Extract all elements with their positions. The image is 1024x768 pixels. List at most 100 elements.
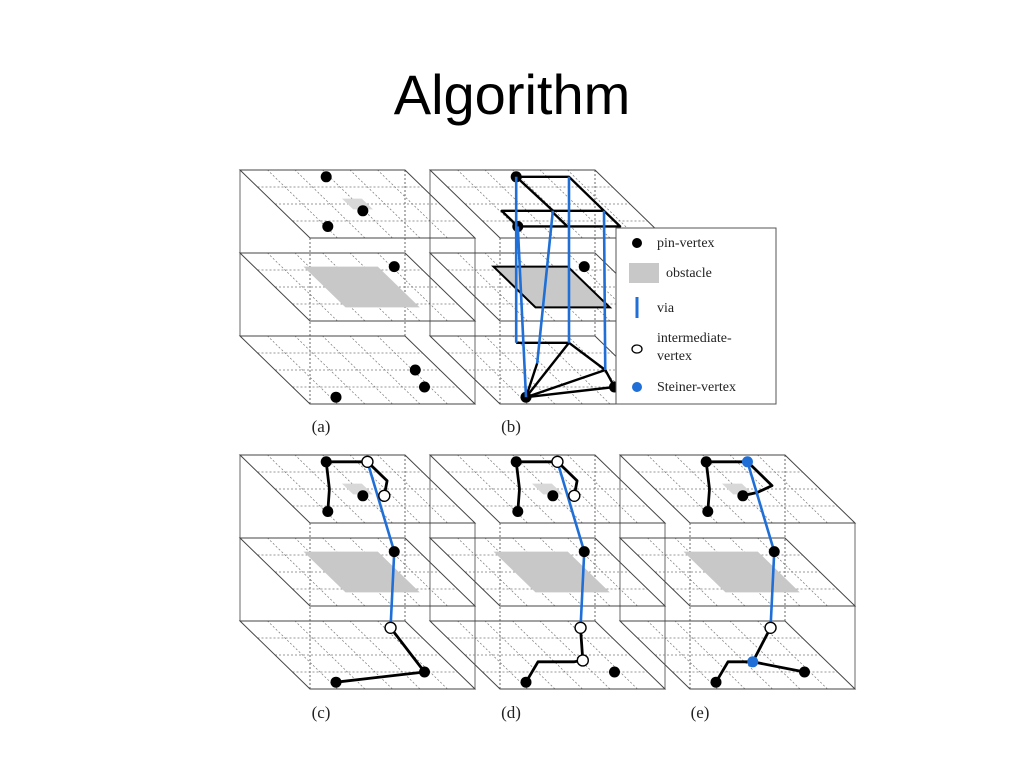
pin-vertex (510, 456, 522, 468)
grid-line (647, 620, 718, 690)
pin-vertex (320, 171, 332, 183)
route-wire (515, 175, 622, 228)
legend-label-via: via (657, 301, 675, 316)
obstacle-region (303, 551, 420, 593)
panel-b (428, 169, 667, 405)
grid-line (484, 620, 556, 690)
layer-outline (238, 335, 477, 405)
panel-d (428, 454, 667, 690)
pin-vertex (330, 676, 342, 688)
pin-vertex (799, 666, 810, 678)
grid-line (267, 537, 338, 607)
pin-vertex (357, 490, 369, 502)
layer-outline (428, 454, 667, 524)
via-segment (579, 551, 586, 628)
layer-outline (618, 537, 857, 607)
via-segment (516, 226, 528, 398)
grid-line (484, 335, 556, 405)
pin-vertex (520, 676, 532, 688)
route-wire (514, 460, 558, 512)
pin-vertex (322, 220, 334, 232)
grid-line (647, 537, 718, 607)
pin-vertex (388, 546, 400, 558)
pin-vertex (419, 666, 430, 678)
legend-label-pin-vertex: pin-vertex (657, 236, 715, 251)
layer-outline (238, 537, 477, 607)
pin-vertex (609, 666, 620, 678)
pin-vertex (547, 490, 559, 502)
obstacle-region (303, 266, 420, 308)
layer-outline (428, 335, 667, 405)
caption-b: (b) (501, 417, 521, 436)
layer-outline (428, 252, 667, 322)
grid-line (267, 620, 338, 690)
pin-vertex (357, 205, 369, 217)
slide-title: Algorithm (393, 63, 631, 126)
legend-label-steiner-vertex: Steiner-vertex (657, 380, 736, 395)
grid-line (457, 620, 528, 690)
panel-c (238, 454, 477, 690)
via-segment (746, 461, 776, 552)
via-segment (389, 551, 396, 628)
grid-line (702, 620, 773, 690)
grid-line (294, 169, 366, 239)
pin-vertex (330, 391, 342, 403)
intermediate-vertex (576, 654, 589, 667)
route-wire (524, 362, 539, 398)
route-wire (525, 385, 615, 399)
pin-vertex (320, 456, 332, 468)
via-segment (366, 461, 396, 552)
via-segment (769, 551, 776, 628)
caption-a: (a) (312, 417, 331, 436)
layer-outline (618, 620, 857, 690)
legend-label-intermediate-2: vertex (657, 349, 692, 364)
pin-vertex (512, 505, 524, 517)
layer-outline (238, 169, 477, 239)
caption-d: (d) (501, 703, 521, 722)
pin-vertex (768, 546, 780, 558)
obstacle-icon (629, 263, 659, 283)
intermediate-vertex (551, 455, 564, 468)
obstacle-region (493, 551, 610, 593)
grid-line (267, 335, 338, 405)
legend-box (615, 227, 777, 405)
pin-vertex (419, 381, 430, 393)
intermediate-vertex-icon (631, 344, 643, 354)
pin-vertex (322, 505, 334, 517)
obstacle-region (683, 551, 800, 593)
grid-line (294, 335, 366, 405)
via-segment (602, 210, 607, 371)
legend-label-intermediate-1: intermediate- (657, 331, 732, 346)
intermediate-vertex (764, 621, 777, 634)
pin-vertex (700, 456, 712, 468)
grid-line (322, 335, 393, 405)
steiner-vertex (747, 656, 759, 668)
route-wire (751, 627, 772, 663)
intermediate-vertex (361, 455, 374, 468)
route-wire (525, 368, 606, 399)
pin-vertex (578, 261, 590, 273)
pin-vertex (578, 546, 590, 558)
grid-line (457, 335, 528, 405)
layer-outline (618, 454, 857, 524)
grid-line (457, 537, 528, 607)
layer-outline (428, 169, 667, 239)
caption-c: (c) (312, 703, 331, 722)
grid-line (294, 620, 366, 690)
intermediate-vertex (574, 621, 587, 634)
pin-vertex (710, 676, 722, 688)
pin-vertex (737, 490, 749, 502)
via-segment (535, 210, 555, 364)
legend: pin-vertex obstacle via intermediate- ve… (615, 227, 777, 405)
intermediate-vertex (378, 489, 391, 502)
via-segment (556, 461, 586, 552)
steiner-vertex-icon (632, 382, 642, 392)
grid-line (267, 252, 338, 322)
grid-line (512, 620, 583, 690)
intermediate-vertex (568, 489, 581, 502)
pin-vertex (388, 261, 400, 273)
panel-a (238, 169, 477, 405)
route-wire (324, 460, 368, 512)
layer-outline (238, 454, 477, 524)
